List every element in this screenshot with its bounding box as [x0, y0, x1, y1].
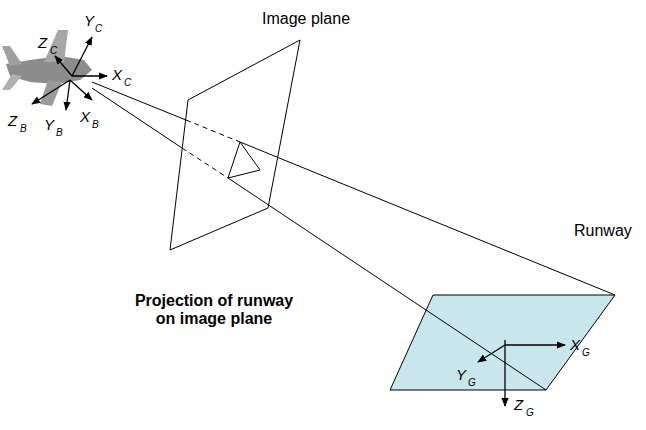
airplane: [2, 30, 92, 106]
plane-title: Image plane: [262, 10, 350, 28]
axis-line: [72, 75, 107, 76]
axis-letter: Z: [514, 396, 523, 413]
axis-letter: Y: [456, 366, 466, 383]
axis-line: [55, 56, 72, 76]
runway-title: Runway: [574, 222, 632, 240]
axis-subscript: G: [582, 347, 590, 359]
axis-letter: Z: [8, 112, 17, 129]
projection-label: Projection of runway on image plane: [126, 292, 302, 329]
body-axes: [32, 80, 92, 110]
ray-line: [240, 142, 615, 295]
axis-subscript: C: [95, 23, 102, 35]
camera-axes: [55, 37, 107, 76]
axis-subscript: B: [92, 119, 99, 131]
axis-line: [70, 80, 92, 100]
axis-subscript: B: [56, 127, 63, 139]
projection-rays: [92, 82, 615, 390]
axis-letter: X: [112, 66, 122, 83]
ray-line: [182, 148, 228, 178]
axis-letter: X: [80, 108, 90, 125]
axis-subscript: C: [124, 77, 131, 89]
axis-subscript: C: [50, 45, 57, 57]
axis-line: [32, 80, 70, 104]
axis-letter: X: [570, 336, 580, 353]
axis-line: [505, 344, 565, 345]
tail-plane: [2, 74, 22, 90]
runway-plane: [390, 295, 615, 390]
axis-letter: Z: [38, 34, 47, 51]
axis-line: [66, 80, 70, 110]
axis-subscript: G: [526, 407, 534, 419]
wing: [40, 80, 62, 106]
tail-fin: [2, 46, 22, 66]
ray-line: [186, 120, 240, 142]
axis-line: [72, 37, 92, 76]
axis-subscript: G: [468, 377, 476, 389]
ray-line: [92, 82, 186, 120]
runway-projection: [228, 142, 260, 178]
axis-letter: Y: [84, 12, 94, 29]
axis-line: [504, 340, 505, 406]
image-plane: [170, 40, 300, 250]
axis-letter: Y: [44, 116, 54, 133]
ray-line: [228, 178, 546, 390]
axis-subscript: B: [20, 123, 27, 135]
ray-line: [92, 88, 182, 148]
